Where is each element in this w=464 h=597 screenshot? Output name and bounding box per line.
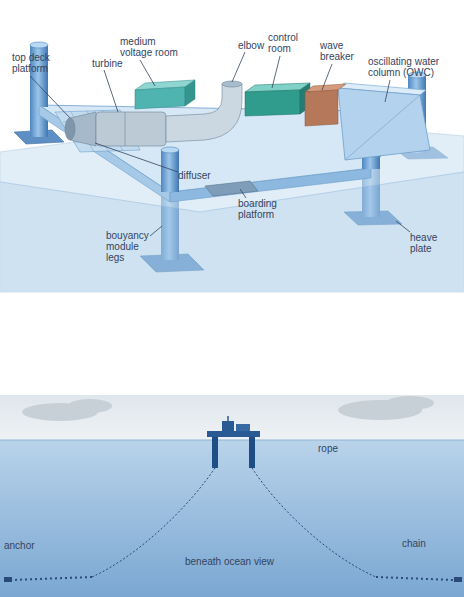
voltage-room-side [185,80,195,106]
elbow-duct [166,84,242,142]
leader-line [396,221,410,232]
voltage-room [135,87,185,109]
sea-surface [0,440,464,441]
leader-line [232,52,245,82]
leg-top [30,42,48,48]
cloud [386,396,434,410]
part-label: heave plate [410,232,452,254]
leader-line [272,56,280,88]
water-volume [0,172,464,292]
part-label: top deck platform [12,52,58,74]
part-label: oscillating water column (OWC) [368,56,462,78]
leader-line [322,64,332,90]
leader-line [30,76,70,118]
cloud [68,399,112,413]
part-label: anchor [4,540,54,551]
part-label: control room [268,32,308,54]
leg-top [161,147,179,153]
control-room [245,90,300,116]
platform-mast [227,416,229,421]
owc-slope [345,95,420,160]
part-label: boarding platform [238,198,288,220]
leader-line [240,189,246,198]
platform-leg [249,436,255,468]
leader-line [95,143,178,172]
leader-line [140,60,155,86]
part-label: rope [318,443,358,454]
anchor-block [454,577,462,582]
boarding-plank [205,181,258,196]
part-label: chain [402,538,442,549]
leader-line [150,226,162,236]
platform-equipment [222,421,234,431]
diffuser-mouth [65,118,75,140]
mooring-chain [376,577,454,580]
part-label: medium voltage room [120,36,182,58]
part-label: diffuser [178,170,228,181]
sky [0,395,464,440]
anchor-block [4,577,12,582]
turbine-band [125,112,126,146]
part-label: beneath ocean view [185,556,305,567]
part-label: wave breaker [320,40,362,62]
platform-equipment [236,424,250,431]
part-label: bouyancy module legs [106,230,152,263]
wave-breaker [305,90,338,126]
platform-leg [212,436,218,468]
leader-line [385,80,390,102]
turbine [96,112,166,146]
leader-line [104,70,118,112]
part-label: turbine [92,58,142,69]
mooring-chain [12,577,92,580]
owc-chamber [338,88,430,160]
sea [0,440,464,597]
platform-deck [207,431,260,437]
